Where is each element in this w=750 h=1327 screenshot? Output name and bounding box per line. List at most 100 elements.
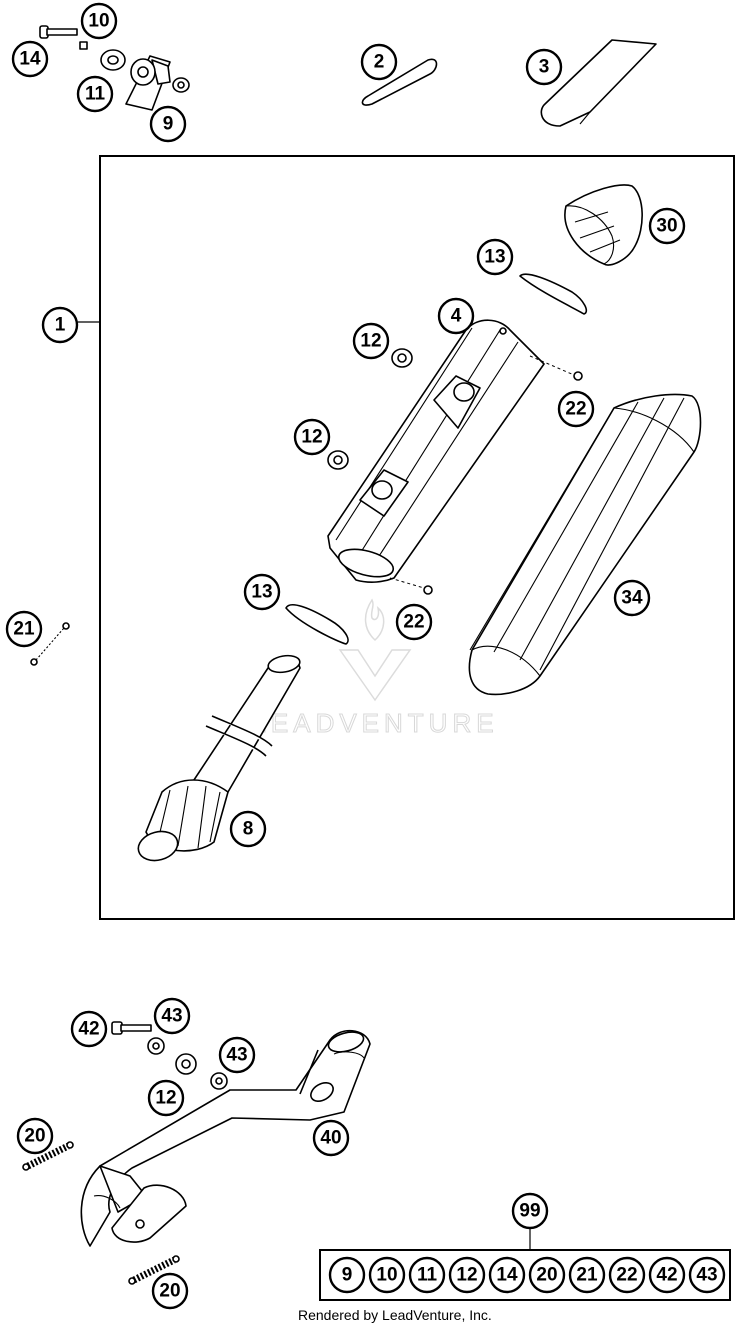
callout-43: 43 — [153, 997, 191, 1035]
kit-contents-box — [319, 1249, 731, 1301]
kit-item-number: 9 — [342, 1265, 353, 1286]
callout-13: 13 — [243, 573, 281, 611]
callout-number: 42 — [78, 1019, 99, 1040]
callout-12: 12 — [147, 1079, 185, 1117]
part-grommet-12-upper — [391, 348, 413, 368]
kit-item-number: 12 — [456, 1265, 477, 1286]
callout-8: 8 — [229, 810, 267, 848]
callout-40: 40 — [312, 1119, 350, 1157]
callout-11: 11 — [76, 75, 114, 113]
callout-3: 3 — [525, 48, 563, 86]
part-washer-9 — [172, 77, 190, 93]
part-bolt-14 — [39, 25, 78, 39]
kit-contents-row: 9 10 11 12 14 20 21 22 42 43 — [328, 1256, 726, 1294]
callout-12: 12 — [293, 418, 331, 456]
watermark-logo — [338, 649, 412, 702]
part-bolt-42 — [111, 1021, 152, 1035]
callout-number: 13 — [484, 247, 505, 268]
callout-number: 30 — [656, 216, 677, 237]
assembly-frame — [99, 155, 735, 920]
kit-item-20: 20 — [528, 1256, 566, 1294]
part-grommet-12-lower — [327, 450, 349, 470]
callout-number: 12 — [360, 331, 381, 352]
callout-number: 4 — [451, 306, 462, 327]
kit-item-number: 43 — [696, 1265, 717, 1286]
callout-number: 43 — [161, 1006, 182, 1027]
kit-item-number: 42 — [656, 1265, 677, 1286]
kit-item-12: 12 — [448, 1256, 486, 1294]
callout-20: 20 — [16, 1117, 54, 1155]
callout-number: 40 — [320, 1128, 341, 1149]
part-silencer-body-4 — [327, 319, 545, 583]
callout-4: 4 — [437, 297, 475, 335]
callout-number: 22 — [403, 612, 424, 633]
callout-number: 14 — [19, 49, 41, 70]
callout-2: 2 — [360, 43, 398, 81]
kit-item-number: 21 — [576, 1265, 598, 1286]
callout-42: 42 — [70, 1010, 108, 1048]
kit-item-42: 42 — [648, 1256, 686, 1294]
kit-item-number: 10 — [376, 1265, 397, 1286]
callout-43: 43 — [218, 1036, 256, 1074]
callout-number: 9 — [163, 114, 174, 135]
kit-item-22: 22 — [608, 1256, 646, 1294]
part-pad-2 — [361, 58, 438, 106]
callout-number: 2 — [374, 52, 385, 73]
callout-30: 30 — [648, 207, 686, 245]
callout-13: 13 — [476, 238, 514, 276]
callout-10: 10 — [80, 2, 118, 40]
callout-12: 12 — [352, 322, 390, 360]
callout-number: 20 — [24, 1126, 45, 1147]
kit-item-number: 14 — [496, 1265, 518, 1286]
callout-number: 8 — [243, 819, 254, 840]
callout-number: 34 — [621, 588, 643, 609]
part-spring-21 — [30, 622, 70, 666]
kit-item-10: 10 — [368, 1256, 406, 1294]
callout-number: 12 — [301, 427, 322, 448]
callout-number: 20 — [159, 1281, 180, 1302]
callout-1: 1 — [41, 306, 79, 344]
watermark-flame — [364, 598, 385, 642]
part-silencer-sleeve-34 — [468, 393, 702, 696]
callout-9: 9 — [149, 105, 187, 143]
callout-number: 21 — [13, 619, 35, 640]
kit-item-43: 43 — [688, 1256, 726, 1294]
kit-item-number: 22 — [616, 1265, 637, 1286]
part-bracket — [125, 55, 171, 111]
callout-number: 11 — [85, 84, 106, 105]
part-bushing-11 — [100, 49, 126, 71]
part-pad-3 — [540, 39, 657, 127]
watermark-text: LEADVENTURE — [251, 708, 498, 738]
part-end-cap-30 — [564, 184, 643, 266]
part-nut-10 — [79, 41, 88, 50]
callout-number: 22 — [565, 399, 586, 420]
kit-item-14: 14 — [488, 1256, 526, 1294]
callout-21: 21 — [5, 610, 43, 648]
callout-99: 99 — [511, 1192, 549, 1230]
callout-number: 43 — [226, 1045, 247, 1066]
part-washer-43-lower — [210, 1072, 228, 1090]
callout-number: 10 — [88, 11, 109, 32]
callout-20: 20 — [151, 1272, 189, 1310]
part-screw-22-lower — [389, 577, 433, 595]
callout-22: 22 — [557, 390, 595, 428]
watermark: LEADVENTURE — [251, 598, 498, 739]
callout-number: 3 — [539, 57, 550, 78]
callout-number: 99 — [519, 1201, 540, 1222]
callout-14: 14 — [11, 40, 49, 78]
part-screw-22-upper — [529, 355, 583, 381]
kit-item-number: 11 — [417, 1265, 438, 1286]
part-washer-43-upper — [147, 1037, 165, 1055]
part-grommet-12-bottom — [175, 1053, 197, 1075]
footer-credit: Rendered by LeadVenture, Inc. — [298, 1307, 492, 1323]
part-gasket-13-lower — [285, 604, 349, 645]
part-link-pipe-8 — [137, 654, 301, 862]
part-spring-20-lower — [128, 1255, 180, 1285]
part-spring-20-upper — [22, 1141, 74, 1171]
callout-34: 34 — [613, 579, 651, 617]
part-gasket-13-upper — [519, 273, 588, 315]
kit-item-9: 9 — [328, 1256, 366, 1294]
callout-number: 12 — [155, 1088, 176, 1109]
kit-item-21: 21 — [568, 1256, 606, 1294]
